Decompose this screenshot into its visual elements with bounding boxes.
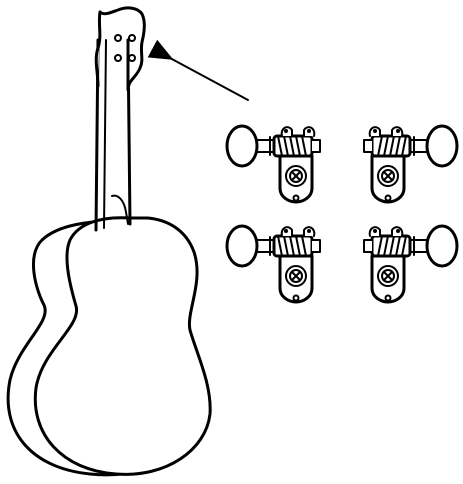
ukulele-headstock xyxy=(94,6,146,92)
ukulele-body-front xyxy=(33,216,212,476)
headstock-holes xyxy=(114,34,136,62)
pointer-arrow xyxy=(147,39,249,101)
ukulele xyxy=(6,6,212,477)
tuner-top-left xyxy=(225,124,322,204)
ukulele-neck xyxy=(94,38,132,232)
tuner-top-right xyxy=(362,124,459,204)
tuner-bottom-right xyxy=(362,224,459,304)
tuner-bottom-left xyxy=(225,224,322,304)
